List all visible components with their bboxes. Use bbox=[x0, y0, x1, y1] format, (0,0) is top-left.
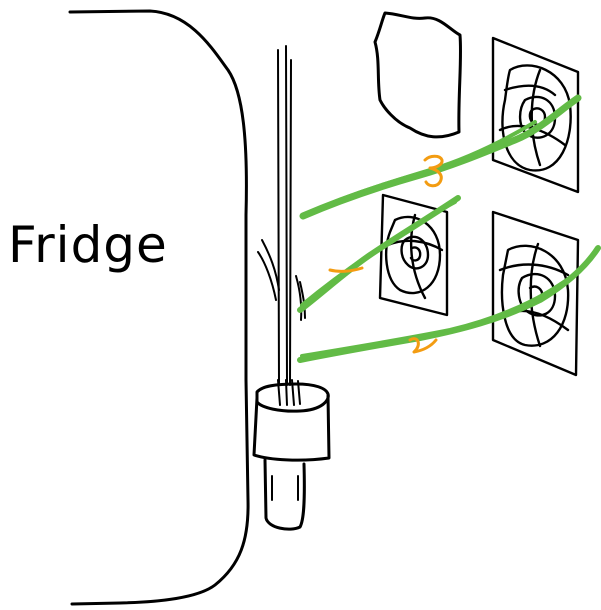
fridge-outline bbox=[68, 9, 250, 606]
fan-top-right bbox=[491, 36, 580, 194]
power-controller bbox=[252, 379, 331, 531]
fridge-label: Fridge bbox=[8, 216, 168, 274]
cable-number-2 bbox=[408, 337, 438, 354]
cable-numbers bbox=[328, 154, 444, 354]
cable-number-3 bbox=[423, 154, 444, 188]
cables bbox=[297, 94, 601, 363]
power-wires bbox=[257, 45, 306, 386]
controller-box bbox=[373, 11, 463, 139]
fan-bottom-right bbox=[491, 210, 580, 377]
cable-number-1 bbox=[328, 266, 364, 273]
